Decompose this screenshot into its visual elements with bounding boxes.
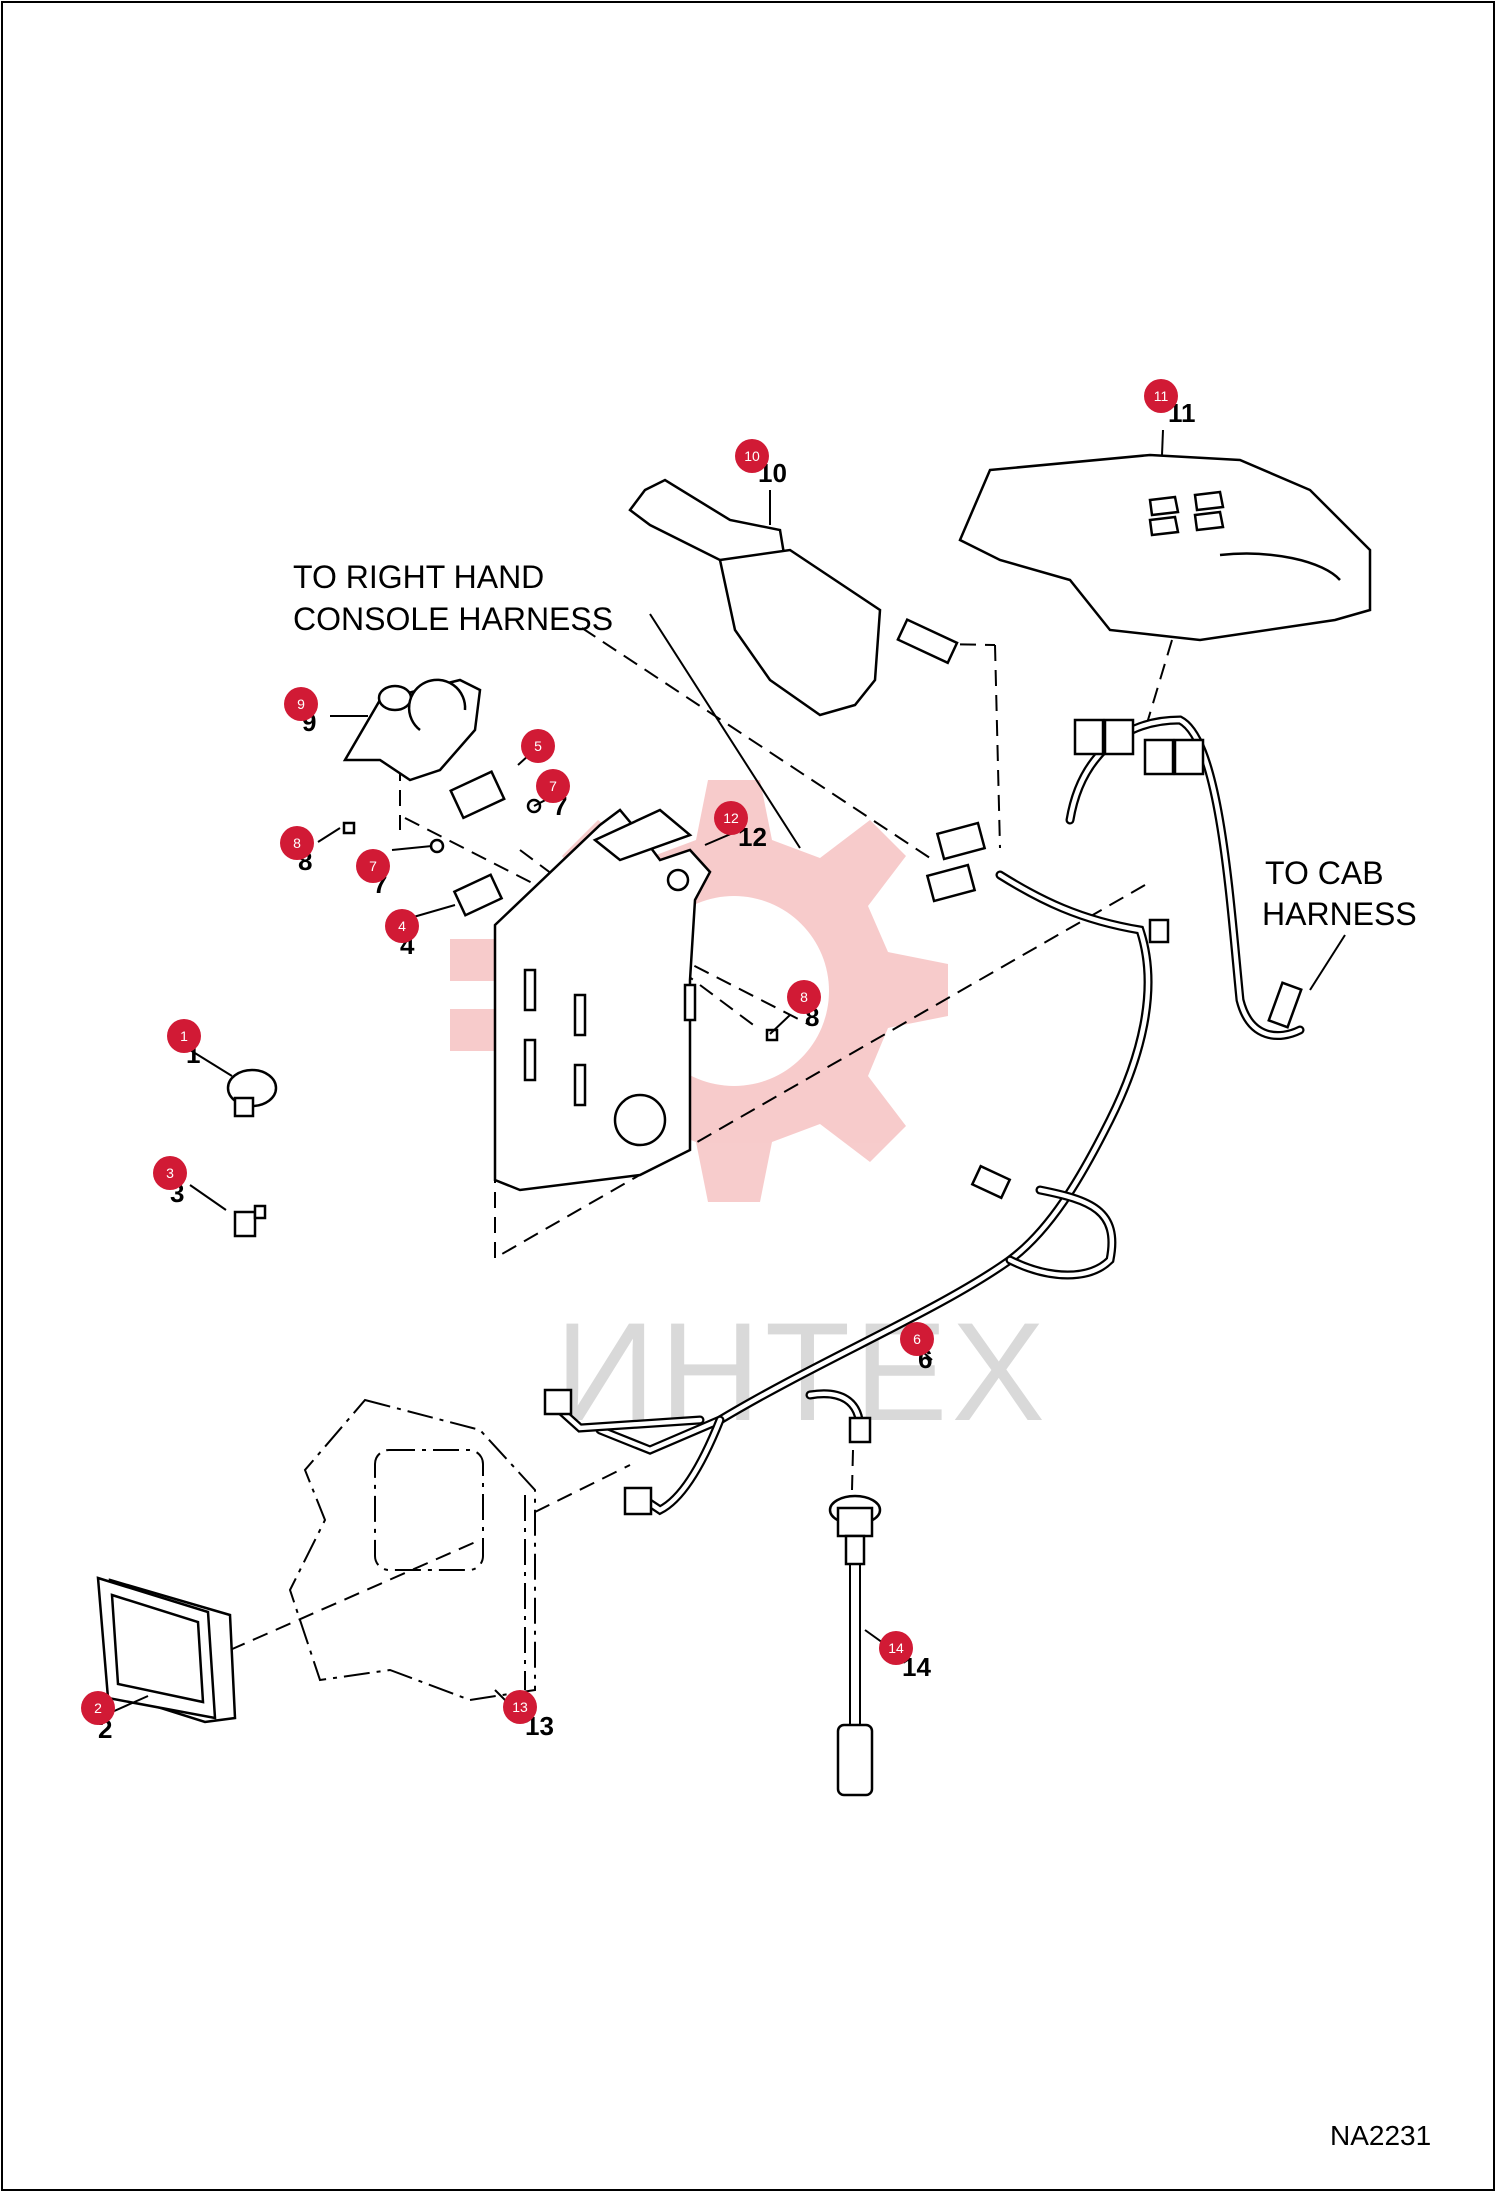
callout-1[interactable]: 1 (167, 1019, 201, 1053)
callout-14[interactable]: 14 (879, 1631, 913, 1665)
note-right-hand-console: TO RIGHT HAND CONSOLE HARNESS (293, 559, 613, 637)
svg-text:TO CAB: TO CAB (1265, 855, 1384, 891)
svg-text:14: 14 (888, 1640, 904, 1656)
svg-text:TO RIGHT HAND: TO RIGHT HAND (293, 559, 544, 595)
drawing-number: NA2231 (1330, 2120, 1431, 2151)
callout-5[interactable]: 5 (521, 729, 555, 763)
svg-text:7: 7 (369, 858, 377, 874)
switch-5 (449, 770, 506, 820)
svg-text:9: 9 (297, 696, 305, 712)
callout-4[interactable]: 4 (385, 909, 419, 943)
svg-text:8: 8 (293, 835, 301, 851)
callout-bubbles: 1 2 3 4 5 6 7 7 8 8 9 10 11 12 13 14 (81, 379, 1178, 1725)
svg-text:6: 6 (913, 1331, 921, 1347)
push-clip-3 (233, 1204, 267, 1238)
bracket-12 (493, 808, 712, 1192)
svg-text:7: 7 (549, 778, 557, 794)
harness-6 (543, 715, 1305, 1516)
svg-text:11: 11 (1154, 388, 1169, 404)
switch-4 (452, 873, 504, 917)
svg-text:4: 4 (398, 918, 406, 934)
callout-11[interactable]: 11 (1144, 379, 1178, 413)
callout-8a[interactable]: 8 (280, 826, 314, 860)
sensor-14 (828, 1494, 882, 1797)
svg-text:2: 2 (94, 1700, 102, 1716)
callout-7a[interactable]: 7 (536, 769, 570, 803)
callout-2[interactable]: 2 (81, 1691, 115, 1725)
svg-text:5: 5 (534, 738, 542, 754)
svg-text:13: 13 (512, 1699, 528, 1715)
svg-text:12: 12 (723, 810, 739, 826)
cover-11 (958, 453, 1372, 642)
svg-text:3: 3 (166, 1165, 174, 1181)
svg-text:HARNESS: HARNESS (1262, 896, 1417, 932)
note-cab-harness: TO CAB HARNESS (1262, 855, 1417, 932)
callout-7b[interactable]: 7 (356, 849, 390, 883)
callout-12[interactable]: 12 (714, 801, 748, 835)
callout-10[interactable]: 10 (735, 439, 769, 473)
bracket-9 (342, 678, 482, 782)
callout-3[interactable]: 3 (153, 1156, 187, 1190)
callout-9[interactable]: 9 (284, 687, 318, 721)
work-light-2 (96, 1576, 237, 1724)
svg-text:8: 8 (800, 989, 808, 1005)
cable-tie-1 (226, 1068, 278, 1118)
svg-text:CONSOLE HARNESS: CONSOLE HARNESS (293, 601, 613, 637)
joystick-10 (628, 478, 959, 717)
callout-13[interactable]: 13 (503, 1690, 537, 1724)
svg-text:1: 1 (180, 1028, 188, 1044)
panel-13 (288, 1398, 536, 1702)
callout-6[interactable]: 6 (900, 1322, 934, 1356)
svg-text:10: 10 (744, 448, 760, 464)
alignment-lines (229, 627, 1173, 1651)
callout-8b[interactable]: 8 (787, 980, 821, 1014)
